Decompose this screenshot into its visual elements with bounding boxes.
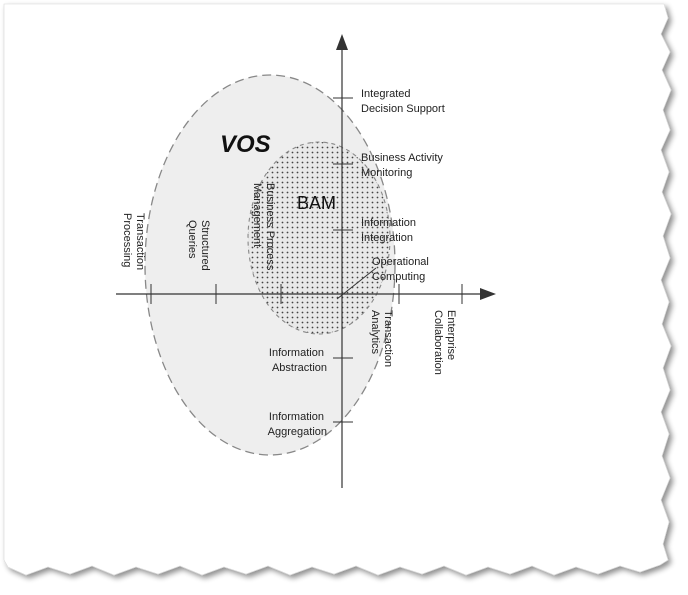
x-label-business-process-management: Business Process Management xyxy=(251,183,276,274)
operational-computing-diagonal xyxy=(336,267,377,300)
x-label-structured-queries: Structured Queries xyxy=(186,220,211,274)
x-label-enterprise-collaboration: Enterprise Collaboration xyxy=(432,310,457,375)
y-axis-arrow-icon xyxy=(336,34,348,50)
x-axis-arrow-icon xyxy=(480,288,496,300)
vos-label: VOS xyxy=(220,131,271,158)
y-label-integrated-decision-support: Integrated Decision Support xyxy=(361,88,445,115)
x-label-transaction-processing: Transaction Processing xyxy=(121,213,146,273)
bam-label: BAM xyxy=(297,193,336,213)
x-label-transaction-analytics: Transaction Analytics xyxy=(369,310,394,370)
y-label-operational-computing: Operational Computing xyxy=(372,256,432,283)
y-label-information-abstraction: Information Abstraction xyxy=(269,347,327,374)
y-label-information-aggregation: Information Aggregation xyxy=(268,411,327,438)
y-label-information-integration: Information Integration xyxy=(361,217,419,244)
bam-region xyxy=(247,141,391,335)
y-label-business-activity-monitoring: Business Activity Monitoring xyxy=(361,152,446,179)
